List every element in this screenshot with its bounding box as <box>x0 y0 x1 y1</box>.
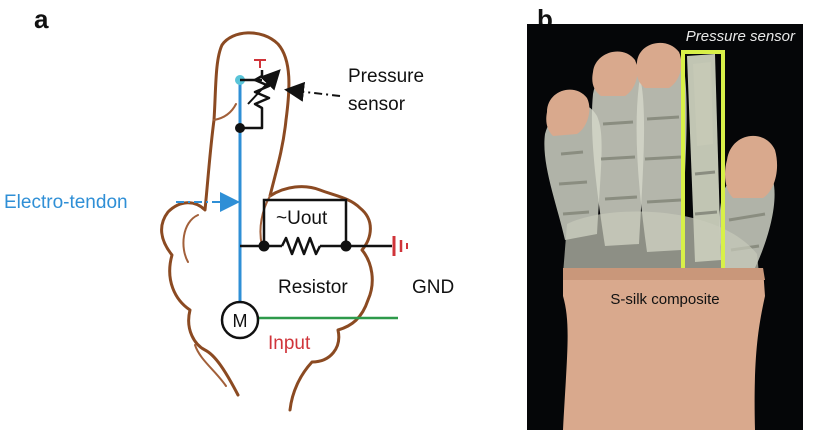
hand-outline-inner <box>182 103 271 387</box>
hand-outline <box>160 31 374 412</box>
wrist-shade <box>563 268 765 280</box>
circuit-diagram: Pressure sensor Electro-tendon ~Uout Res… <box>4 31 454 412</box>
pressure-sensor-photo-label: Pressure sensor <box>686 28 796 45</box>
fixed-resistor <box>280 236 322 256</box>
panel-a-letter: a <box>34 4 49 34</box>
motor-label: M <box>233 311 248 331</box>
finger-ring <box>636 42 687 252</box>
finger-middle <box>591 51 645 246</box>
gnd-label: GND <box>412 277 454 298</box>
wrist-sleeve <box>563 268 765 430</box>
uout-label: ~Uout <box>276 208 328 229</box>
resistor-label: Resistor <box>278 277 348 298</box>
node-right <box>340 240 352 252</box>
sensor-variable-arrow <box>247 69 281 105</box>
s-silk-label: S-silk composite <box>610 291 719 308</box>
pressure-sensor-resistor <box>240 70 271 130</box>
node-left <box>258 240 270 252</box>
pressure-sensor-label-2: sensor <box>348 94 406 115</box>
motor-symbol <box>220 300 260 340</box>
finger-sensor <box>687 54 721 262</box>
hand-base-frame <box>563 211 759 274</box>
electro-tendon-label: Electro-tendon <box>4 192 128 213</box>
robotic-hand-photo: Pressure sensor S-silk composite <box>527 24 803 430</box>
sensor-node <box>235 123 245 133</box>
uout-bracket <box>262 198 348 246</box>
pressure-sensor-arrow <box>284 81 341 102</box>
finger-index <box>544 89 602 240</box>
pressure-sensor-label: Pressure <box>348 66 424 87</box>
input-label: Input <box>268 333 311 354</box>
